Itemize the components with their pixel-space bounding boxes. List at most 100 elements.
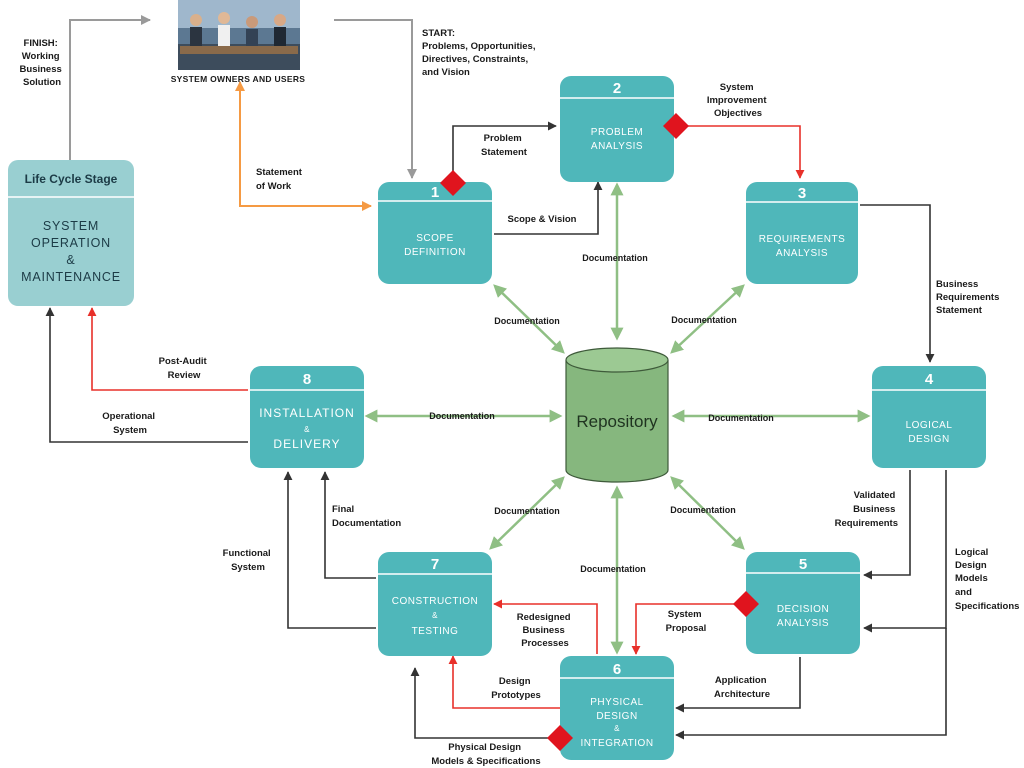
doc-arrow-stage1 bbox=[493, 284, 565, 354]
stage-4-line2: DESIGN bbox=[908, 434, 949, 445]
stage-2-problem-analysis[interactable]: 2 PROBLEM ANALYSIS bbox=[560, 76, 674, 182]
application-architecture-arrow bbox=[675, 657, 801, 713]
repository-label: Repository bbox=[576, 412, 658, 431]
documentation-label-upper-right: Documentation bbox=[671, 315, 737, 325]
final-documentation-label: Final Documentation bbox=[332, 504, 401, 529]
stage-1-scope-definition[interactable]: 1 SCOPE DEFINITION bbox=[378, 182, 492, 284]
documentation-label-top: Documentation bbox=[582, 253, 648, 263]
documentation-label-upper-left: Documentation bbox=[494, 316, 560, 326]
system-improvement-label: System Improvement Objectives bbox=[707, 82, 769, 119]
stage-6-line4: INTEGRATION bbox=[580, 738, 653, 749]
physical-design-models-label: Physical Design Models & Specifications bbox=[431, 742, 540, 767]
stage-4-line1: LOGICAL bbox=[906, 420, 953, 431]
validated-requirements-label: Validated Business Requirements bbox=[835, 490, 898, 529]
stage-6-physical-design-integration[interactable]: 6 PHYSICAL DESIGN & INTEGRATION bbox=[560, 656, 674, 760]
business-requirements-label: Business Requirements Statement bbox=[936, 279, 1002, 316]
business-requirements-arrow bbox=[860, 204, 935, 363]
stage-4-logical-design[interactable]: 4 LOGICAL DESIGN bbox=[872, 366, 986, 468]
stage-7-number: 7 bbox=[431, 556, 439, 573]
system-owners-photo bbox=[178, 0, 300, 70]
lifecycle-header: Life Cycle Stage bbox=[25, 172, 118, 186]
validated-requirements-arrow bbox=[863, 470, 911, 580]
stage-2-line2: ANALYSIS bbox=[591, 141, 643, 152]
operational-system-arrow bbox=[45, 307, 248, 443]
start-label: START: Problems, Opportunities, Directiv… bbox=[422, 28, 538, 78]
stage-8-number: 8 bbox=[303, 371, 311, 388]
post-audit-arrow bbox=[87, 307, 248, 391]
statement-of-work-arrow bbox=[235, 81, 372, 211]
logical-design-models-label: Logical Design Models and Specifications bbox=[955, 547, 1019, 612]
stage-3-line2: ANALYSIS bbox=[776, 248, 828, 259]
stage-8-line3: DELIVERY bbox=[273, 437, 340, 451]
stage-7-construction-testing[interactable]: 7 CONSTRUCTION & TESTING bbox=[378, 552, 492, 656]
documentation-label-lower-right: Documentation bbox=[670, 505, 736, 515]
stage-2-line1: PROBLEM bbox=[591, 127, 643, 138]
doc-arrow-stage7 bbox=[489, 476, 565, 550]
system-proposal-label: System Proposal bbox=[666, 609, 707, 634]
stage-4-number: 4 bbox=[925, 371, 934, 388]
system-owners-label: SYSTEM OWNERS AND USERS bbox=[171, 74, 306, 84]
documentation-label-bottom: Documentation bbox=[580, 564, 646, 574]
stage-7-line2: & bbox=[432, 611, 438, 620]
scope-vision-label: Scope & Vision bbox=[508, 214, 577, 225]
functional-system-label: Functional System bbox=[223, 548, 274, 573]
scope-vision-arrow bbox=[494, 181, 603, 235]
stage-6-line3: & bbox=[614, 724, 620, 733]
design-prototypes-label: Design Prototypes bbox=[491, 676, 541, 701]
stage-8-line1: INSTALLATION bbox=[259, 406, 355, 420]
statement-of-work-label: Statement of Work bbox=[256, 167, 305, 192]
documentation-label-lower-left: Documentation bbox=[494, 506, 560, 516]
physical-design-models-arrow bbox=[410, 667, 548, 739]
stage-7-line3: TESTING bbox=[412, 626, 459, 637]
stage-5-number: 5 bbox=[799, 556, 807, 573]
stage-8-line2: & bbox=[304, 425, 310, 434]
final-documentation-arrow bbox=[320, 471, 376, 579]
system-proposal-arrow bbox=[631, 603, 746, 655]
stage-5-decision-analysis[interactable]: 5 DECISION ANALYSIS bbox=[746, 552, 860, 654]
stage-5-line1: DECISION bbox=[777, 604, 829, 615]
functional-system-arrow bbox=[283, 471, 376, 629]
documentation-label-left: Documentation bbox=[429, 411, 495, 421]
start-arrow bbox=[334, 19, 417, 179]
lifecycle-stage-box: Life Cycle Stage SYSTEM OPERATION & MAIN… bbox=[8, 160, 134, 306]
flow-arrows-black bbox=[45, 121, 947, 740]
doc-arrow-stage3 bbox=[670, 284, 745, 354]
stage-8-installation-delivery[interactable]: 8 INSTALLATION & DELIVERY bbox=[250, 366, 364, 468]
finish-arrow bbox=[69, 15, 151, 160]
lifecycle-line1: SYSTEM bbox=[43, 219, 99, 233]
stage-1-line1: SCOPE bbox=[416, 233, 454, 244]
stage-6-number: 6 bbox=[613, 661, 621, 678]
diamond-stage6 bbox=[547, 725, 573, 751]
documentation-arrows bbox=[364, 182, 871, 655]
stage-3-number: 3 bbox=[798, 185, 806, 202]
lifecycle-line2: OPERATION bbox=[31, 236, 111, 250]
improvement-objectives-arrow bbox=[677, 125, 805, 179]
stage-3-requirements-analysis[interactable]: 3 REQUIREMENTS ANALYSIS bbox=[746, 182, 858, 284]
problem-statement-arrow bbox=[452, 121, 557, 178]
documentation-label-right: Documentation bbox=[708, 413, 774, 423]
stage-1-line2: DEFINITION bbox=[404, 247, 466, 258]
doc-arrow-stage5 bbox=[670, 476, 745, 550]
stage-6-line2: DESIGN bbox=[596, 711, 637, 722]
flow-arrows-red bbox=[87, 125, 805, 709]
diamond-stage5 bbox=[733, 591, 759, 617]
redesigned-processes-label: Redesigned Business Processes bbox=[517, 612, 574, 649]
decision-diamonds bbox=[440, 113, 759, 751]
operational-system-label: Operational System bbox=[102, 411, 157, 436]
stage-7-line1: CONSTRUCTION bbox=[392, 596, 479, 607]
stage-1-number: 1 bbox=[431, 184, 439, 201]
application-architecture-label: Application Architecture bbox=[714, 675, 770, 700]
lifecycle-line3: & bbox=[66, 253, 75, 267]
lifecycle-line4: MAINTENANCE bbox=[21, 270, 121, 284]
diamond-stage2 bbox=[663, 113, 689, 139]
finish-label: FINISH: Working Business Solution bbox=[20, 38, 65, 88]
repository-cylinder: Repository bbox=[565, 347, 669, 483]
diamond-stage1 bbox=[440, 170, 466, 196]
stage-2-number: 2 bbox=[613, 80, 621, 97]
post-audit-label: Post-Audit Review bbox=[159, 356, 210, 381]
design-prototypes-arrow bbox=[448, 655, 560, 709]
stage-5-line2: ANALYSIS bbox=[777, 618, 829, 629]
stage-3-line1: REQUIREMENTS bbox=[759, 234, 846, 245]
problem-statement-label: Problem Statement bbox=[481, 133, 528, 158]
